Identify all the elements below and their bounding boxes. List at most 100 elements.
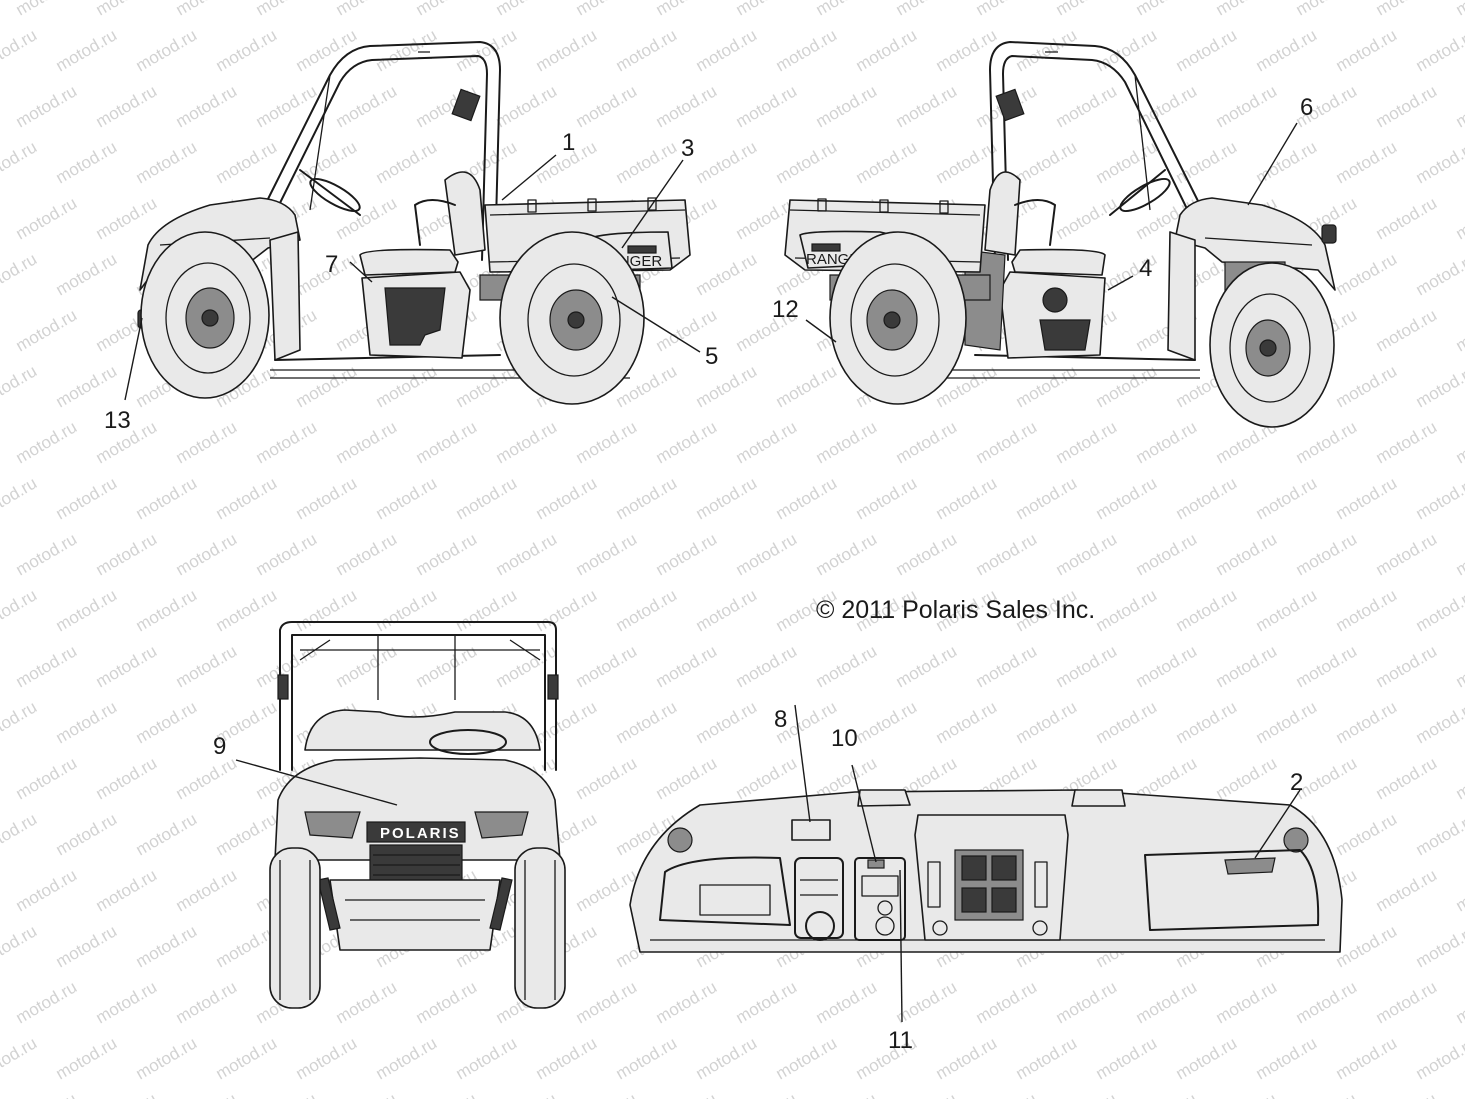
watermark-text: motod.ru [573,529,641,579]
watermark-text: motod.ru [493,81,561,131]
watermark-text: motod.ru [1253,473,1321,523]
callout-leaders [124,122,1301,1023]
watermark-text: motod.ru [53,697,121,747]
watermark-text: motod.ru [1453,977,1465,1027]
watermark-text: motod.ru [1373,0,1441,19]
watermark-text: motod.ru [1253,1033,1321,1083]
watermark-text: motod.ru [1453,529,1465,579]
watermark-text: motod.ru [333,1089,401,1099]
watermark-text: motod.ru [693,137,761,187]
watermark-text: motod.ru [573,1089,641,1099]
watermark-text: motod.ru [1013,473,1081,523]
watermark-text: motod.ru [1173,697,1241,747]
front-wheel-left-view [140,231,270,399]
watermark-text: motod.ru [333,977,401,1027]
watermark-text: motod.ru [653,81,721,131]
watermark-text: motod.ru [133,921,201,971]
watermark-text: motod.ru [173,1089,241,1099]
watermark-text: motod.ru [453,361,521,411]
watermark-text: motod.ru [1093,585,1161,635]
watermark-text: motod.ru [93,865,161,915]
watermark-text: motod.ru [1293,977,1361,1027]
watermark-text: motod.ru [1333,1033,1401,1083]
watermark-text: motod.ru [1093,361,1161,411]
watermark-text: motod.ru [1413,473,1465,523]
watermark-text: motod.ru [613,25,681,75]
watermark-text: motod.ru [93,193,161,243]
watermark-text: motod.ru [1373,1089,1441,1099]
watermark-text: motod.ru [333,529,401,579]
watermark-text: motod.ru [93,641,161,691]
watermark-text: motod.ru [453,473,521,523]
watermark-text: motod.ru [1453,417,1465,467]
watermark-text: motod.ru [453,585,521,635]
watermark-text: motod.ru [973,1089,1041,1099]
callout-10: 10 [831,725,858,752]
watermark-text: motod.ru [1293,0,1361,19]
grille-badge: POLARIS [380,825,461,842]
watermark-text: motod.ru [133,137,201,187]
watermark-text: motod.ru [893,81,961,131]
watermark-text: motod.ru [1173,1033,1241,1083]
watermark-text: motod.ru [533,1033,601,1083]
watermark-text: motod.ru [53,473,121,523]
watermark-text: motod.ru [213,809,281,859]
watermark-text: motod.ru [1333,249,1401,299]
watermark-text: motod.ru [773,361,841,411]
watermark-text: motod.ru [173,641,241,691]
watermark-text: motod.ru [493,417,561,467]
watermark-text: motod.ru [13,1089,81,1099]
watermark-text: motod.ru [493,0,561,19]
watermark-text: motod.ru [1133,641,1201,691]
watermark-text: motod.ru [733,417,801,467]
watermark-text: motod.ru [1453,753,1465,803]
watermark-text: motod.ru [93,81,161,131]
watermark-text: motod.ru [1093,137,1161,187]
watermark-text: motod.ru [213,137,281,187]
watermark-text: motod.ru [1213,753,1281,803]
watermark-text: motod.ru [1293,529,1361,579]
callout-8: 8 [774,706,787,733]
watermark-text: motod.ru [1213,1089,1281,1099]
watermark-text: motod.ru [373,361,441,411]
watermark-text: motod.ru [853,473,921,523]
callout-11: 11 [888,1027,913,1054]
watermark-text: motod.ru [1133,417,1201,467]
watermark-text: motod.ru [653,641,721,691]
watermark-text: motod.ru [933,697,1001,747]
watermark-text: motod.ru [213,25,281,75]
watermark-text: motod.ru [1333,473,1401,523]
watermark-text: motod.ru [53,921,121,971]
copyright-notice: © 2011 Polaris Sales Inc. [816,596,1095,624]
front-wheel-right-view [1209,262,1335,428]
watermark-text: motod.ru [1333,585,1401,635]
watermark-text: motod.ru [373,473,441,523]
watermark-text: motod.ru [133,25,201,75]
watermark-text: motod.ru [53,137,121,187]
watermark-text: motod.ru [1413,249,1465,299]
watermark-text: motod.ru [93,0,161,19]
watermark-text: motod.ru [813,529,881,579]
watermark-text: motod.ru [653,529,721,579]
watermark-text: motod.ru [173,529,241,579]
watermark-text: motod.ru [893,529,961,579]
watermark-text: motod.ru [293,1033,361,1083]
callout-1: 1 [562,129,575,156]
watermark-text: motod.ru [1253,585,1321,635]
watermark-text: motod.ru [1053,529,1121,579]
watermark-text: motod.ru [773,25,841,75]
watermark-text: motod.ru [1253,697,1321,747]
watermark-text: motod.ru [1413,137,1465,187]
watermark-text: motod.ru [1413,25,1465,75]
watermark-text: motod.ru [1053,81,1121,131]
watermark-text: motod.ru [1293,641,1361,691]
watermark-text: motod.ru [1373,641,1441,691]
watermark-text: motod.ru [1213,977,1281,1027]
watermark-text: motod.ru [893,1089,961,1099]
watermark-text: motod.ru [1173,473,1241,523]
watermark-text: motod.ru [653,0,721,19]
watermark-text: motod.ru [1413,809,1465,859]
watermark-text: motod.ru [1373,865,1441,915]
watermark-text: motod.ru [573,977,641,1027]
